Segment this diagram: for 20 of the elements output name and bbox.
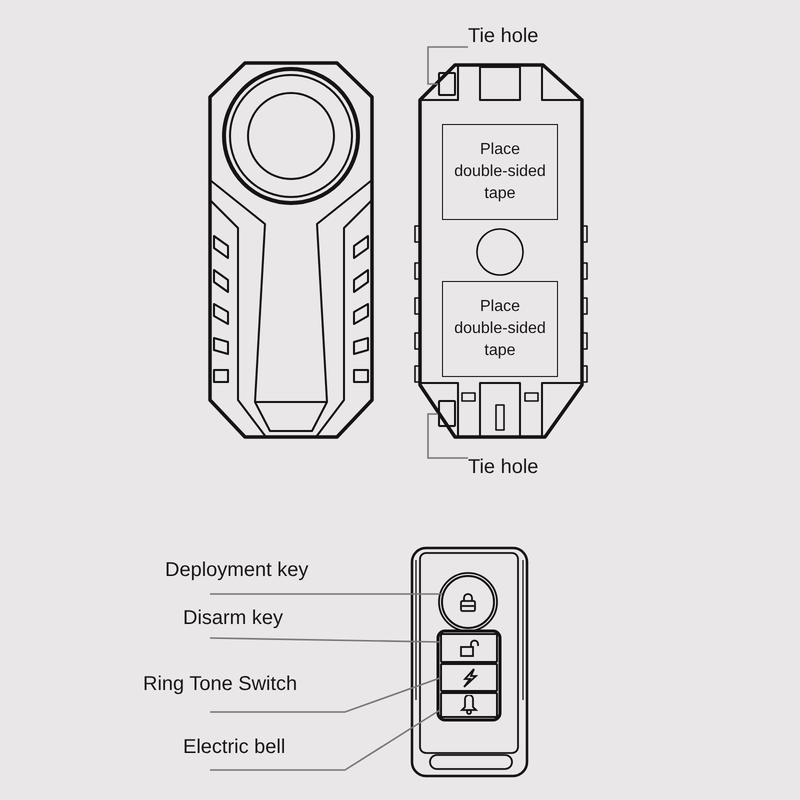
- leader-line: [427, 413, 468, 459]
- key-label: Deployment key: [165, 558, 347, 594]
- leader-line: [210, 593, 442, 595]
- tape-area: Place double-sided tape: [442, 281, 558, 377]
- part-label: Tie hole: [468, 455, 560, 483]
- key-button: [440, 663, 498, 692]
- round-button: [441, 575, 495, 629]
- tie-hole: [438, 400, 456, 427]
- leader-line: [210, 677, 440, 713]
- key-label: Ring Tone Switch: [143, 672, 343, 712]
- tape-area: Place double-sided tape: [442, 124, 558, 220]
- leader-line: [210, 637, 440, 643]
- key-label: Disarm key: [183, 606, 333, 638]
- key-button: [440, 692, 498, 718]
- key-button: [440, 633, 498, 663]
- key-label: Electric bell: [183, 735, 323, 770]
- leader-line: [210, 709, 440, 771]
- tie-hole: [438, 72, 456, 96]
- part-label: Tie hole: [468, 24, 560, 52]
- leader-line: [427, 46, 468, 85]
